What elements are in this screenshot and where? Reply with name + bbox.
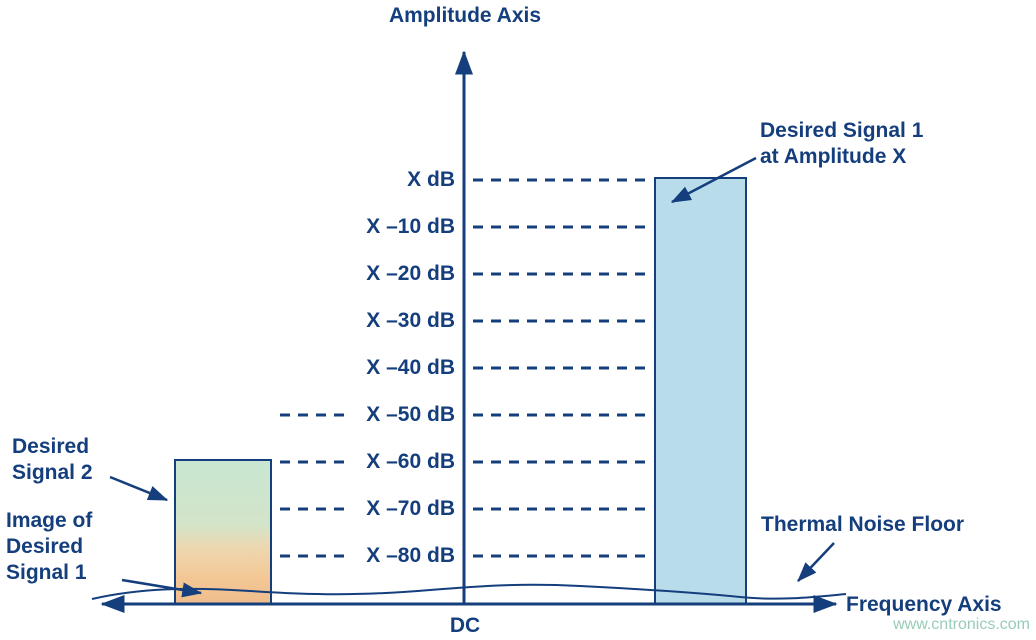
annotation-desired-signal-2: Desired Signal 2 (12, 434, 93, 486)
desired-signal-1-bar (654, 177, 747, 605)
level-label-x80db: X –80 dB (366, 544, 455, 567)
thermal-noise-floor-arrow (797, 542, 835, 582)
amplitude-axis-title: Amplitude Axis (388, 4, 542, 27)
annotation-desired-signal-1-line1: Desired Signal 1 (760, 119, 924, 142)
watermark: www.cntronics.com (893, 616, 1030, 633)
frequency-axis-title: Frequency Axis (846, 593, 1002, 616)
annotation-image-of-signal-1-line2: Desired (6, 535, 84, 558)
annotation-desired-signal-1: Desired Signal 1 at Amplitude X (760, 118, 923, 170)
level-dashes-left (280, 413, 348, 558)
thermal-noise-floor-curve (91, 583, 847, 600)
desired-signal-2-arrow (109, 475, 169, 502)
desired-signal-1-arrow (670, 156, 757, 204)
annotation-thermal-noise-floor-line1: Thermal Noise Floor (761, 513, 965, 536)
level-label-x20db: X –20 dB (366, 262, 455, 285)
level-label-xdb: X dB (407, 168, 455, 191)
level-label-x40db: X –40 dB (366, 356, 455, 379)
desired-signal-2-and-image-bar (174, 459, 272, 605)
level-label-x50db: X –50 dB (366, 403, 455, 426)
image-of-signal-1-arrow (121, 578, 203, 598)
level-dashes-right (473, 178, 651, 558)
annotation-desired-signal-2-line2: Signal 2 (12, 461, 93, 484)
annotation-image-of-signal-1: Image of Desired Signal 1 (6, 508, 92, 586)
annotation-arrows (109, 156, 835, 598)
annotation-image-of-signal-1-line1: Image of (6, 509, 93, 532)
level-label-x30db: X –30 dB (366, 309, 455, 332)
annotation-thermal-noise-floor: Thermal Noise Floor (761, 512, 964, 538)
level-label-x60db: X –60 dB (366, 450, 455, 473)
annotation-desired-signal-2-line1: Desired (12, 435, 90, 458)
annotation-image-of-signal-1-line3: Signal 1 (6, 561, 87, 584)
annotation-desired-signal-1-line2: at Amplitude X (760, 145, 907, 168)
dc-label: DC (449, 614, 481, 637)
level-label-x70db: X –70 dB (366, 497, 455, 520)
level-label-x10db: X –10 dB (366, 215, 455, 238)
